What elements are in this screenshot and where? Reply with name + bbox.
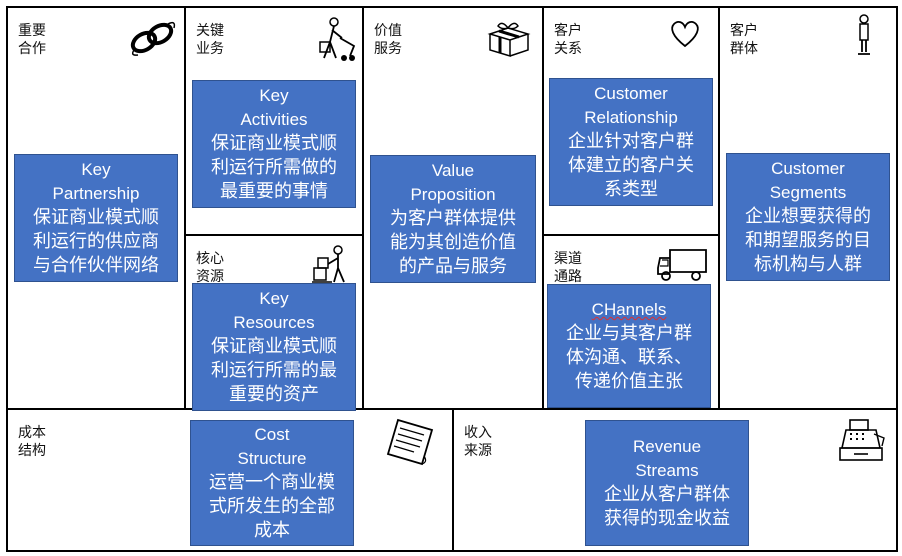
block-revenue-streams-desc: 企业从客户群体 获得的现金收益 [604,484,730,529]
receipt-icon [386,418,434,466]
heart-icon [671,20,699,48]
cell-label-revenue-streams: 收入 来源 [464,425,492,459]
cell-label-customer-relationship: 客户 关系 [554,23,582,57]
block-key-activities: Key Activities 保证商业模式顺 利运行所需做的 最重要的事情 [192,80,356,208]
block-key-partnership: Key Partnership 保证商业模式顺 利运行的供应商 与合作伙伴网络 [14,154,178,282]
worker-with-cart-icon [319,17,356,61]
cell-label-key-activities: 关键 业务 [196,23,224,57]
block-customer-segments-desc: 企业想要获得的 和期望服务的目 标机构与人群 [745,206,871,275]
block-channels-desc: 企业与其客户群 体沟通、联系、 传递价值主张 [566,323,692,392]
cell-label-key-partners: 重要 合作 [18,23,46,57]
delivery-truck-icon [657,249,707,281]
cash-register-icon [839,419,885,461]
block-channels-title: CHannels [591,300,667,319]
cell-label-key-resources: 核心 资源 [196,251,224,285]
block-customer-segments: Customer Segments 企业想要获得的 和期望服务的目 标机构与人群 [726,153,890,281]
block-key-activities-desc: 保证商业模式顺 利运行所需做的 最重要的事情 [211,133,337,202]
chain-links-icon [130,21,176,56]
person-standing-icon [858,14,870,55]
block-customer-relationship-desc: 企业针对客户群 体建立的客户关 系类型 [568,131,694,200]
block-customer-relationship: Customer Relationship 企业针对客户群 体建立的客户关 系类… [549,78,713,206]
block-cost-structure: Cost Structure 运营一个商业模 式所发生的全部 成本 [190,420,354,546]
cell-label-channels: 渠道 通路 [554,251,582,285]
block-revenue-streams: Revenue Streams 企业从客户群体 获得的现金收益 [585,420,749,546]
block-cost-structure-title: Cost Structure [237,425,307,468]
cell-label-cost-structure: 成本 结构 [18,425,46,459]
cell-label-customer-segments: 客户 群体 [730,23,758,57]
gift-box-icon [487,22,531,58]
block-value-proposition-title: Value Proposition [410,161,496,204]
block-channels: CHannels 企业与其客户群 体沟通、联系、 传递价值主张 [547,284,711,408]
block-customer-relationship-title: Customer Relationship [584,84,678,127]
block-key-resources: Key Resources 保证商业模式顺 利运行所需的最 重要的资产 [192,283,356,411]
block-customer-segments-title: Customer Segments [769,159,847,202]
cell-label-value-proposition: 价值 服务 [374,23,402,57]
block-cost-structure-desc: 运营一个商业模 式所发生的全部 成本 [209,472,335,541]
worker-with-boxes-icon [312,245,345,283]
block-value-proposition: Value Proposition 为客户群体提供 能为其创造价值 的产品与服务 [370,155,536,283]
block-key-resources-desc: 保证商业模式顺 利运行所需的最 重要的资产 [211,336,337,405]
block-key-partnership-title: Key Partnership [52,160,140,203]
block-key-activities-title: Key Activities [240,86,308,129]
block-value-proposition-desc: 为客户群体提供 能为其创造价值 的产品与服务 [390,208,516,277]
block-key-resources-title: Key Resources [233,289,315,332]
block-key-partnership-desc: 保证商业模式顺 利运行的供应商 与合作伙伴网络 [33,207,159,276]
block-revenue-streams-title: Revenue Streams [632,437,702,480]
